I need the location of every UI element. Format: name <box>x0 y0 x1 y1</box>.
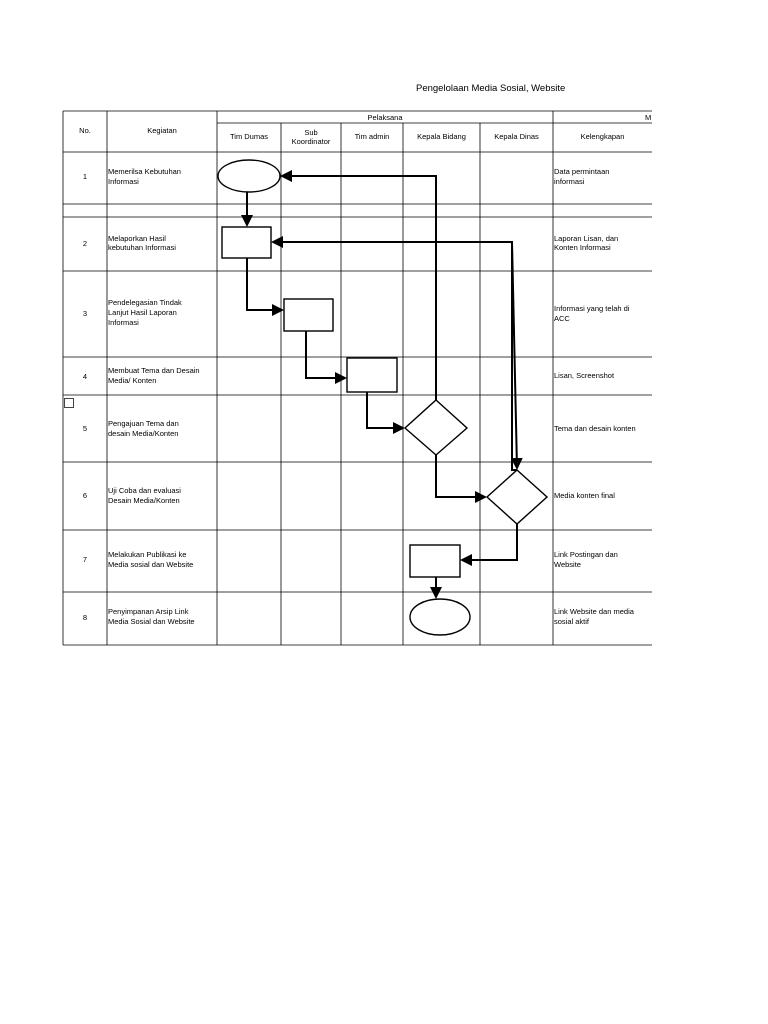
row-6-kegiatan-1: Uji Coba dan evaluasi <box>108 486 181 495</box>
row-2-kelengkapan-1: Laporan Lisan, dan <box>554 234 619 243</box>
row-7-kegiatan-2: Media sosial dan Website <box>108 560 194 569</box>
row-3-kelengkapan-2: ACC <box>554 314 570 323</box>
table-grid <box>62 110 652 646</box>
row-5-kelengkapan-1: Tema dan desain konten <box>554 424 636 433</box>
process-box-2 <box>221 226 272 259</box>
header-tim-admin: Tim admin <box>354 132 390 141</box>
header-kepala-dinas: Kepala Dinas <box>494 132 539 141</box>
header-pelaksana: Pelaksana <box>367 113 403 122</box>
row-5-no: 5 <box>82 424 88 433</box>
row-7-kegiatan-1: Melakukan Publikasi ke <box>108 550 187 559</box>
decision-diamond-6 <box>485 469 549 525</box>
row-3-kelengkapan-1: Informasi yang telah di <box>554 304 630 313</box>
connector-5-6 <box>435 455 487 503</box>
decision-diamond-5 <box>403 399 469 456</box>
row-2-kelengkapan-2: Konten Informasi <box>554 243 611 252</box>
header-sub-koordinator-2: Koordinator <box>291 137 331 146</box>
connector-6-2 <box>271 236 517 471</box>
row-7-kelengkapan-2: Website <box>554 560 581 569</box>
row-6-kelengkapan-1: Media konten final <box>554 491 615 500</box>
process-box-3 <box>283 298 334 332</box>
row-2-no: 2 <box>82 239 88 248</box>
header-no: No. <box>79 126 91 135</box>
process-box-4 <box>346 357 398 393</box>
connector-6-up <box>510 241 523 470</box>
row-8-kegiatan-1: Penyimpanan Arsip Link <box>108 607 189 616</box>
row-1-kegiatan-2: Informasi <box>108 177 139 186</box>
row-4-no: 4 <box>82 372 88 381</box>
row-7-kelengkapan-1: Link Postingan dan <box>554 550 618 559</box>
row-4-kelengkapan-1: Lisan, Screenshot <box>554 371 615 380</box>
header-kelengkapan: Kelengkapan <box>580 132 625 141</box>
connector-5-1 <box>280 170 437 400</box>
row-1-kegiatan-1: Memerilsa Kebutuhan <box>108 167 181 176</box>
connector-2-3 <box>246 258 284 316</box>
end-terminator <box>409 598 471 636</box>
header-kepala-bidang: Kepala Bidang <box>417 132 466 141</box>
row-7-no: 7 <box>82 555 88 564</box>
header-kegiatan: Kegiatan <box>147 126 177 135</box>
row-3-kegiatan-2: Lanjut Hasil Laporan <box>108 308 177 317</box>
row-5-kegiatan-2: desain Media/Konten <box>108 429 179 438</box>
row-5-kegiatan-1: Pengajuan Tema dan <box>108 419 179 428</box>
row-2-kegiatan-2: kebutuhan Informasi <box>108 243 176 252</box>
connector-3-4 <box>305 331 347 384</box>
header-sub-koordinator-1: Sub <box>304 128 318 137</box>
connector-6-7 <box>460 524 518 566</box>
header-tim-dumas: Tim Dumas <box>229 132 269 141</box>
process-box-7 <box>409 544 461 578</box>
row-4-kegiatan-2: Media/ Konten <box>108 376 157 385</box>
row-3-no: 3 <box>82 309 88 318</box>
row-checkbox[interactable] <box>64 398 74 408</box>
row-1-no: 1 <box>82 172 88 181</box>
row-1-kelengkapan-1: Data permintaan <box>554 167 610 176</box>
row-1-kelengkapan-2: informasi <box>554 177 585 186</box>
row-8-kegiatan-2: Media Sosial dan Website <box>108 617 195 626</box>
header-mutu-fragment: M <box>645 113 652 122</box>
row-4-kegiatan-1: Membuat Tema dan Desain <box>108 366 200 375</box>
start-terminator <box>217 159 281 193</box>
document-title: Pengelolaan Media Sosial, Website <box>416 83 566 94</box>
row-8-kelengkapan-2: sosial aktif <box>554 617 590 626</box>
connector-4-5 <box>366 392 405 434</box>
row-8-kelengkapan-1: Link Website dan media <box>554 607 634 616</box>
row-3-kegiatan-1: Pendelegasian Tindak <box>108 298 182 307</box>
row-2-kegiatan-1: Melaporkan Hasil <box>108 234 166 243</box>
row-6-no: 6 <box>82 491 88 500</box>
row-6-kegiatan-2: Desain Media/Konten <box>108 496 180 505</box>
row-8-no: 8 <box>82 613 88 622</box>
row-3-kegiatan-3: Informasi <box>108 318 139 327</box>
